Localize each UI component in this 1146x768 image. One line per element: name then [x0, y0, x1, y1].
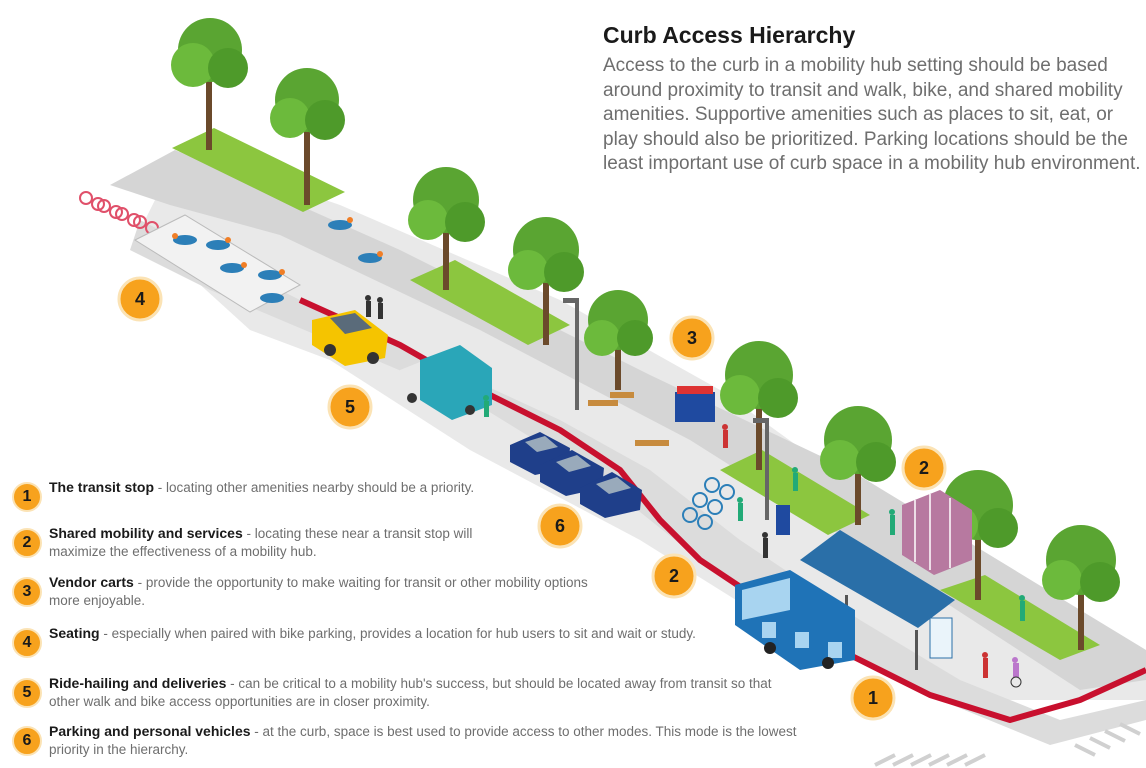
legend-description: - especially when paired with bike parki…: [99, 626, 696, 641]
legend-number-badge: 4: [12, 628, 42, 658]
marker-3: 3: [669, 315, 715, 361]
marker-1: 1: [850, 675, 896, 721]
svg-text:1: 1: [868, 688, 878, 708]
legend-description: - provide the opportunity to make waitin…: [49, 575, 588, 608]
legend-heading: Seating: [49, 625, 100, 641]
legend-heading: Vendor carts: [49, 574, 134, 590]
svg-text:4: 4: [135, 289, 145, 309]
legend-heading: The transit stop: [49, 479, 155, 495]
tree: [820, 406, 896, 525]
planting-strip-1: [172, 128, 345, 212]
legend-number-badge: 5: [12, 678, 42, 708]
planting-strip-3: [720, 450, 870, 535]
svg-text:2: 2: [669, 566, 679, 586]
street-lamp: [563, 298, 579, 410]
legend-description: - at the curb, space is best used to pro…: [49, 724, 797, 757]
planting-strip-2: [410, 260, 570, 345]
marker-4: 4: [117, 276, 163, 322]
lockers: [902, 490, 972, 575]
tree: [720, 341, 798, 470]
trees: [171, 18, 1120, 650]
marker-2-shared: 2: [901, 445, 947, 491]
tree: [171, 18, 248, 150]
bus: [735, 570, 855, 670]
street-lamp: [753, 418, 769, 520]
legend-heading: Parking and personal vehicles: [49, 723, 251, 739]
marker-5: 5: [327, 384, 373, 430]
legend-heading: Shared mobility and services: [49, 525, 243, 541]
legend-number-badge: 1: [12, 482, 42, 512]
vendor-cart: [675, 386, 715, 422]
tree: [270, 68, 345, 205]
legend-heading: Ride-hailing and deliveries: [49, 675, 227, 691]
marker-6: 6: [537, 503, 583, 549]
legend-number-badge: 6: [12, 726, 42, 756]
legend-number-badge: 3: [12, 577, 42, 607]
svg-text:2: 2: [919, 458, 929, 478]
picnic-tables: [588, 392, 669, 446]
marker-badges: 4 5 6 3 2 2 1: [117, 276, 947, 721]
tree: [408, 167, 485, 290]
page-title: Curb Access Hierarchy: [603, 22, 856, 48]
tree: [1042, 525, 1120, 650]
marker-2-bike: 2: [651, 553, 697, 599]
delivery-truck: [400, 345, 492, 420]
tree: [508, 217, 584, 345]
svg-text:3: 3: [687, 328, 697, 348]
people: [365, 295, 1025, 688]
legend-number-badge: 2: [12, 528, 42, 558]
tree: [584, 290, 653, 390]
legend-description: - locating these near a transit stop wil…: [49, 526, 473, 559]
svg-text:6: 6: [555, 516, 565, 536]
seating-area: [133, 214, 383, 313]
bike-rack: [79, 191, 159, 235]
legend-description: - locating other amenities nearby should…: [154, 480, 475, 495]
hierarchy-legend: 1 The transit stop - locating other amen…: [12, 478, 812, 768]
sidewalk: [110, 150, 1146, 690]
parked-cars: [510, 432, 642, 518]
bike-share-station: [682, 477, 735, 530]
kiosk: [776, 505, 790, 535]
legend-description: - can be critical to a mobility hub's su…: [49, 676, 772, 709]
intro-paragraph: Access to the curb in a mobility hub set…: [603, 55, 1141, 174]
crosswalk: [874, 722, 1141, 767]
taxi: [312, 310, 388, 366]
svg-text:5: 5: [345, 397, 355, 417]
